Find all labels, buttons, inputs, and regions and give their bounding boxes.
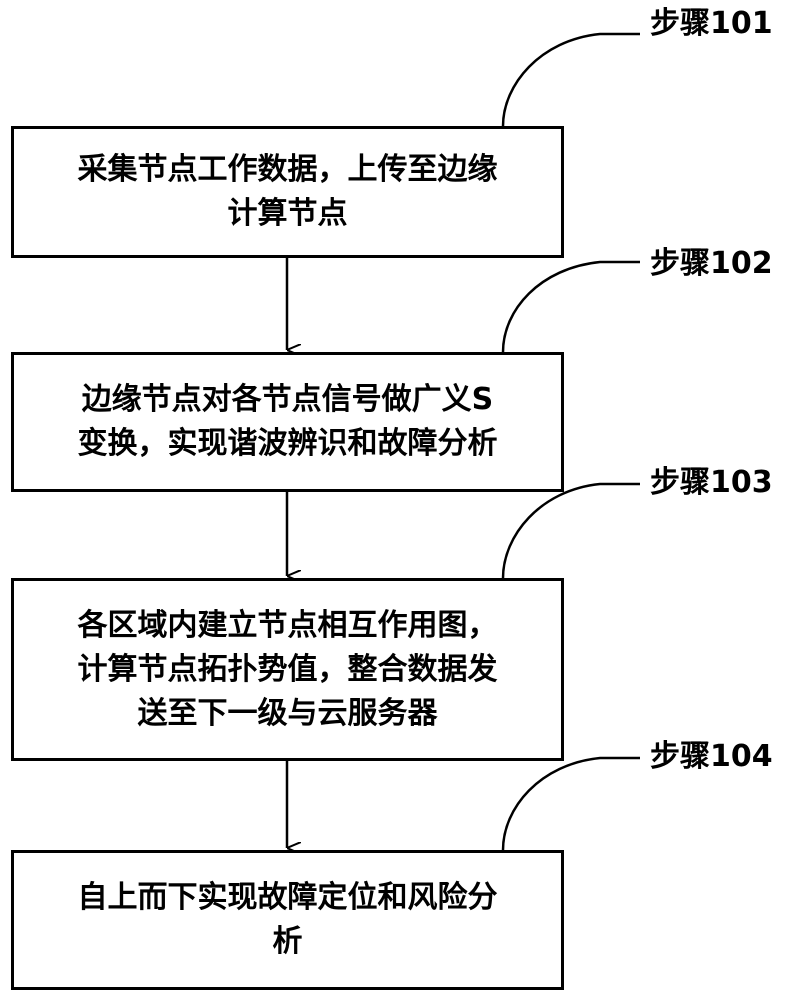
leader-line-step-3 (501, 482, 640, 579)
step-box-102: 边缘节点对各节点信号做广义S 变换，实现谐波辨识和故障分析 (11, 352, 564, 492)
step-box-101: 采集节点工作数据，上传至边缘 计算节点 (11, 126, 564, 258)
step-text-line: 采集节点工作数据，上传至边缘 (77, 152, 498, 187)
step-label-101: 步骤101 (650, 6, 773, 41)
step-text-line: 边缘节点对各节点信号做广义S (81, 382, 494, 417)
step-label-102: 步骤102 (650, 246, 773, 281)
step-box-103: 各区域内建立节点相互作用图， 计算节点拓扑势值，整合数据发 送至下一级与云服务器 (11, 578, 564, 761)
step-text-line: 变换，实现谐波辨识和故障分析 (77, 426, 498, 461)
step-text-102: 边缘节点对各节点信号做广义S 变换，实现谐波辨识和故障分析 (78, 378, 498, 466)
step-label-104: 步骤104 (650, 739, 773, 774)
step-text-line: 各区域内建立节点相互作用图， (77, 607, 498, 643)
step-box-104: 自上而下实现故障定位和风险分 析 (11, 850, 564, 990)
step-text-101: 采集节点工作数据，上传至边缘 计算节点 (78, 148, 498, 236)
step-text-line: 计算节点 (227, 196, 348, 231)
step-text-line: 自上而下实现故障定位和风险分 (77, 880, 498, 915)
leader-line-step-1 (501, 32, 640, 127)
step-text-103: 各区域内建立节点相互作用图， 计算节点拓扑势值，整合数据发 送至下一级与云服务器 (78, 604, 498, 736)
leader-line-step-4 (501, 756, 640, 851)
step-text-line: 析 (272, 924, 303, 959)
step-text-line: 计算节点拓扑势值，整合数据发 (77, 651, 498, 687)
step-text-104: 自上而下实现故障定位和风险分 析 (78, 876, 498, 964)
step-text-line: 送至下一级与云服务器 (137, 695, 438, 731)
leader-line-step-2 (501, 260, 640, 353)
step-label-103: 步骤103 (650, 465, 773, 500)
